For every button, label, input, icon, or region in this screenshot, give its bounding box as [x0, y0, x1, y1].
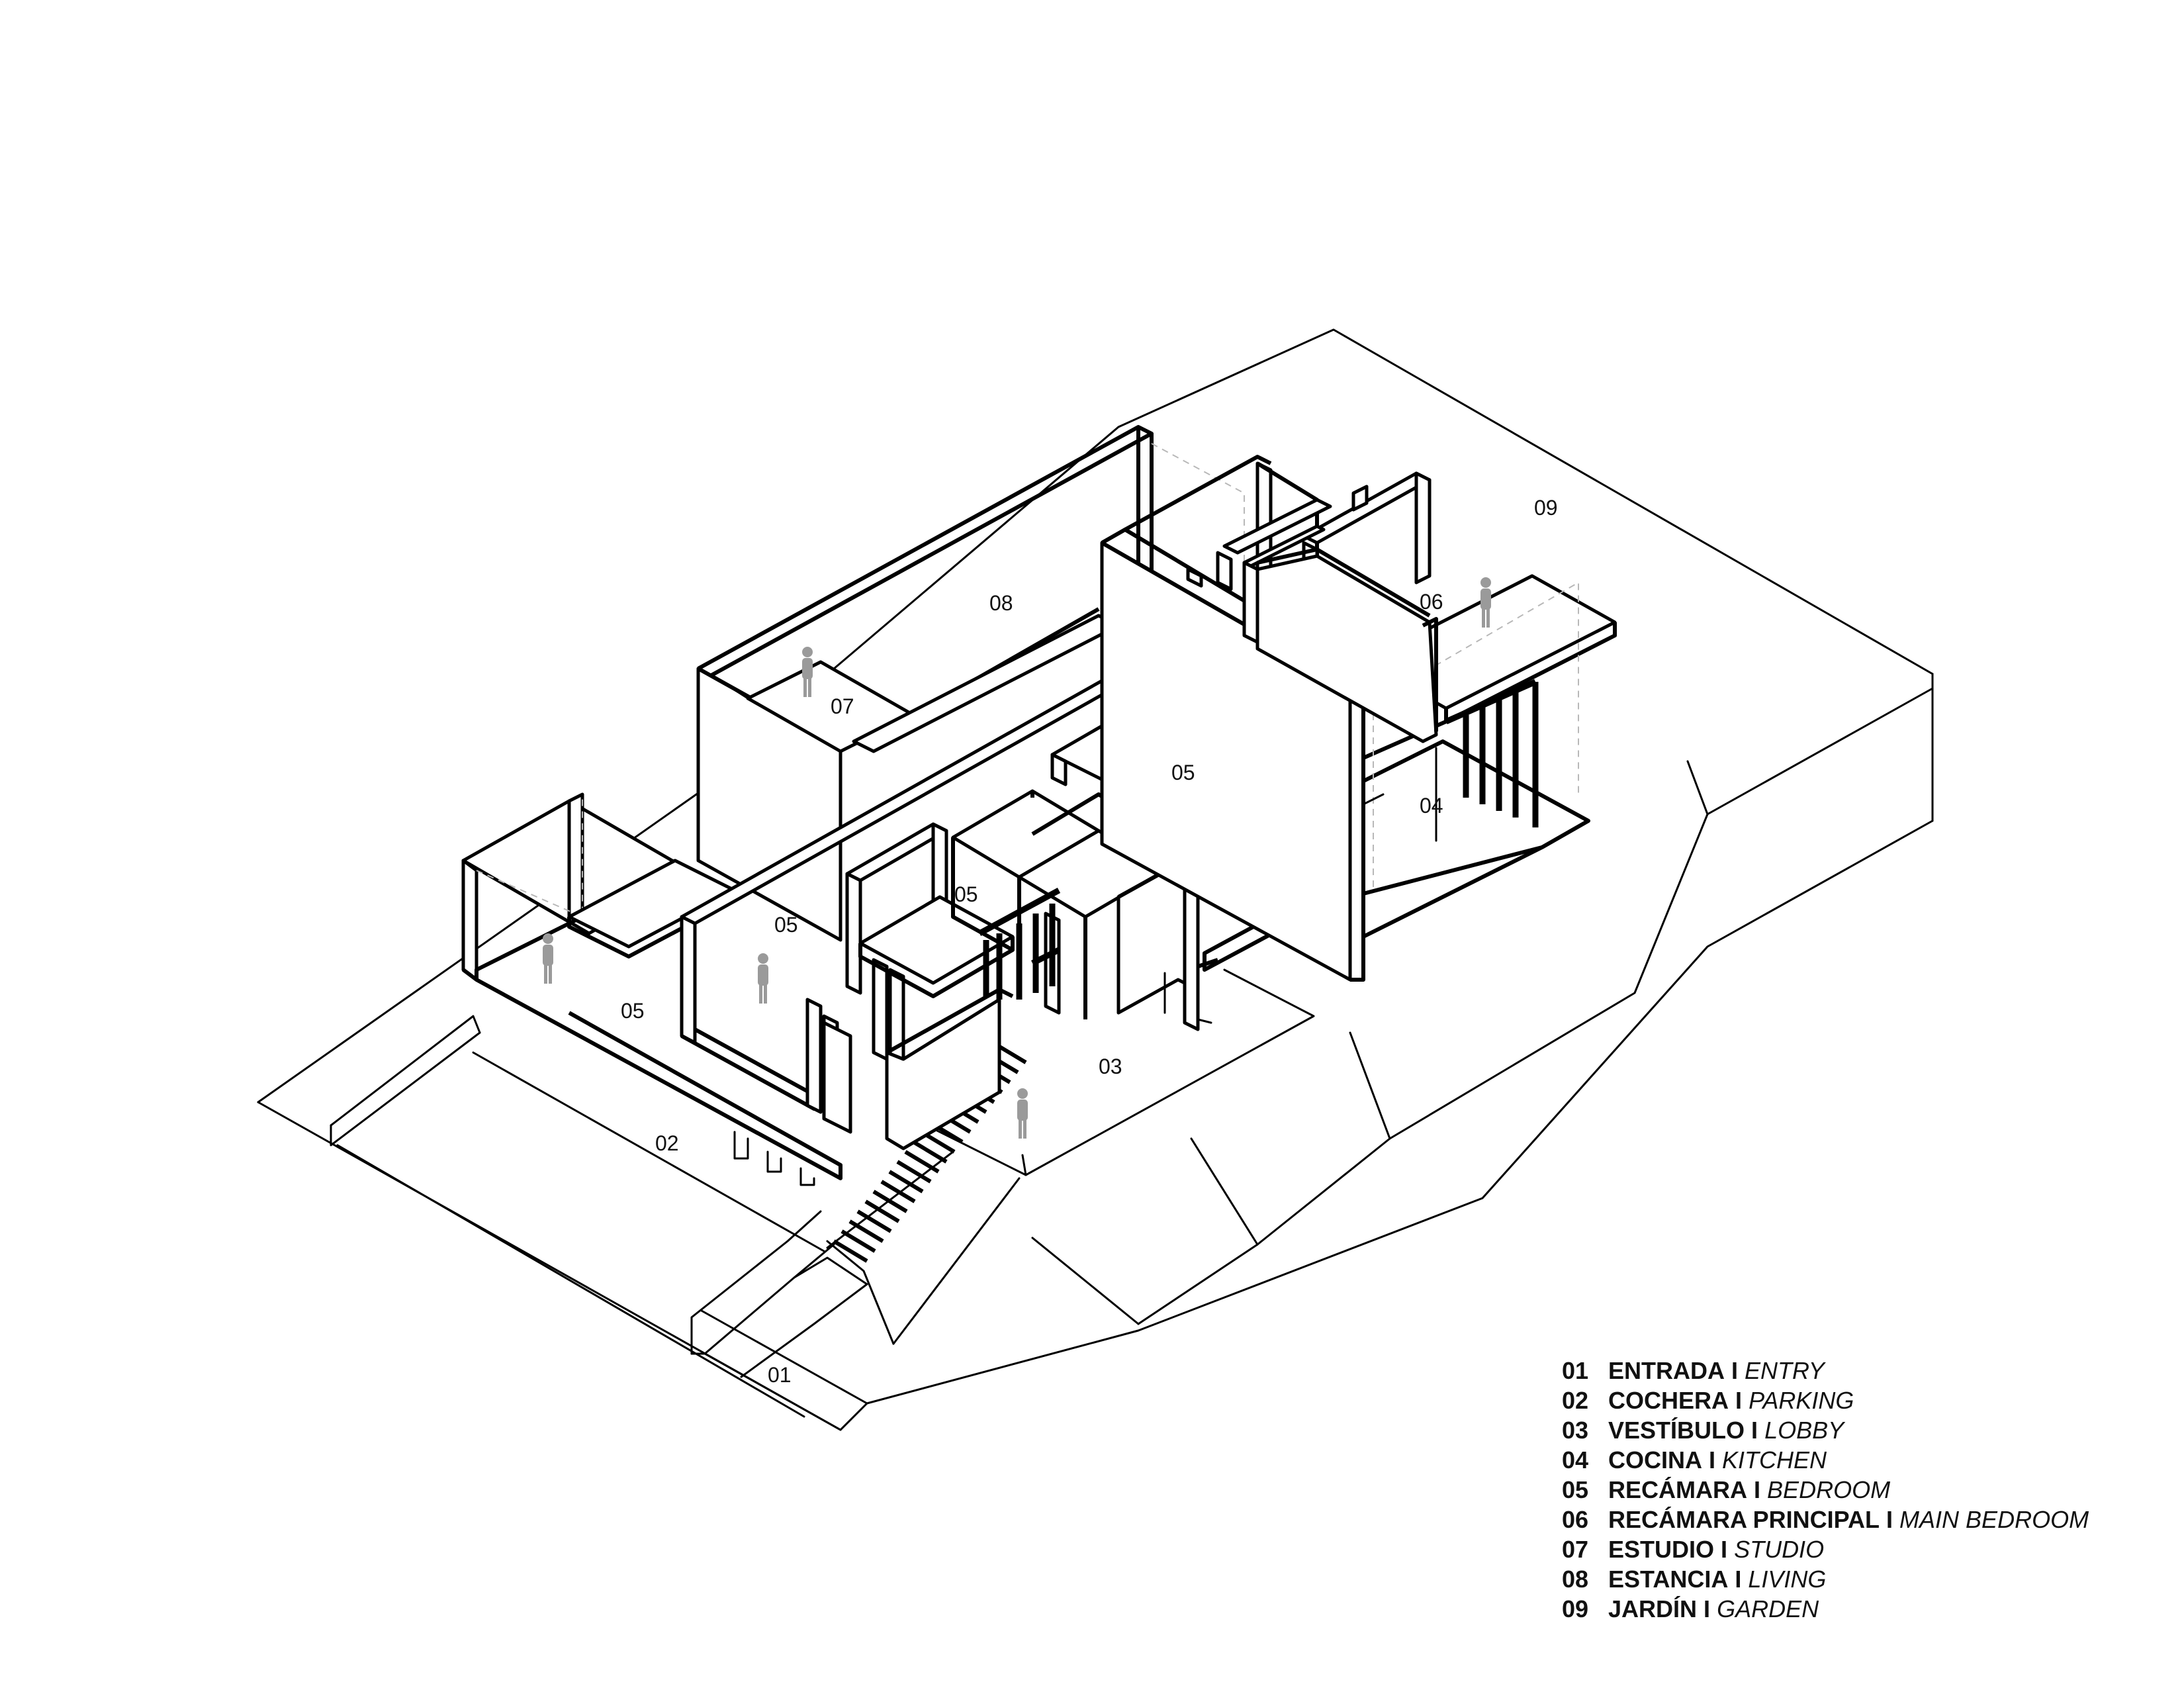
legend-item: 06 RECÁMARA PRINCIPAL I MAIN BEDROOM: [1562, 1505, 2089, 1534]
legend-item: 04 COCINA I KITCHEN: [1562, 1445, 2089, 1475]
room-tag-05-left: 05: [621, 999, 645, 1023]
room-tag-01: 01: [768, 1363, 792, 1387]
room-tag-02: 02: [655, 1131, 679, 1155]
room-tag-03: 03: [1099, 1055, 1122, 1078]
human-figure-icon: [802, 647, 813, 697]
human-figure-icon: [543, 933, 553, 984]
legend-item: 02 COCHERA I PARKING: [1562, 1385, 2089, 1415]
legend-code: 05: [1562, 1476, 1589, 1503]
legend-code: 09: [1562, 1595, 1589, 1622]
legend-code: 04: [1562, 1446, 1589, 1474]
human-figure-icon: [1480, 577, 1491, 628]
legend-item: 09 JARDÍN I GARDEN: [1562, 1594, 2089, 1624]
human-figure-icon: [758, 953, 768, 1004]
room-tag-04: 04: [1420, 794, 1443, 818]
human-figure-icon: [1017, 1088, 1028, 1139]
legend-separator: I: [1735, 1566, 1742, 1593]
legend-separator: I: [1886, 1506, 1893, 1533]
legend-item: 07 ESTUDIO I STUDIO: [1562, 1534, 2089, 1564]
legend-spanish-label: COCHERA: [1608, 1387, 1729, 1414]
left-bedroom-volume: [461, 792, 842, 1186]
room-tag-09: 09: [1534, 496, 1558, 520]
legend-code: 08: [1562, 1566, 1589, 1593]
legend-separator: I: [1731, 1357, 1739, 1384]
glazing-center: [978, 888, 1061, 1000]
legend-item: 08 ESTANCIA I LIVING: [1562, 1564, 2089, 1594]
legend-english-label: STUDIO: [1734, 1536, 1825, 1563]
legend-separator: I: [1721, 1536, 1728, 1563]
room-tags: 01 02 03 04 05 05 05 05 06 07 08 09: [621, 496, 1558, 1387]
legend-spanish-label: ESTANCIA: [1608, 1566, 1729, 1593]
room-tag-07: 07: [831, 694, 854, 718]
scale-figures: [543, 577, 1491, 1139]
legend-english-label: GARDEN: [1717, 1595, 1819, 1622]
legend-separator: I: [1709, 1446, 1716, 1474]
legend-separator: I: [1751, 1417, 1758, 1444]
legend-separator: I: [1735, 1387, 1743, 1414]
legend-code: 07: [1562, 1536, 1589, 1563]
main-bedroom-block: [1100, 455, 1617, 982]
legend-spanish-label: RECÁMARA PRINCIPAL: [1608, 1506, 1880, 1533]
legend-code: 01: [1562, 1357, 1589, 1384]
legend-separator: I: [1704, 1595, 1711, 1622]
legend-english-label: ENTRY: [1745, 1357, 1825, 1384]
legend-separator: I: [1754, 1476, 1761, 1503]
entry-ramp: [690, 1210, 868, 1431]
legend-english-label: MAIN BEDROOM: [1899, 1506, 2089, 1533]
legend-item: 05 RECÁMARA I BEDROOM: [1562, 1475, 2089, 1505]
legend-code: 03: [1562, 1417, 1589, 1444]
legend-spanish-label: COCINA: [1608, 1446, 1702, 1474]
room-tag-05-right: 05: [1171, 761, 1195, 784]
legend-english-label: KITCHEN: [1722, 1446, 1827, 1474]
legend-item: 01 ENTRADA I ENTRY: [1562, 1356, 2089, 1385]
legend-english-label: PARKING: [1749, 1387, 1854, 1414]
lobby-slab: [925, 968, 1315, 1176]
legend-spanish-label: RECÁMARA: [1608, 1476, 1747, 1503]
legend-spanish-label: JARDÍN: [1608, 1595, 1698, 1622]
legend-english-label: LOBBY: [1764, 1417, 1844, 1444]
room-tag-05-bath: 05: [954, 882, 978, 906]
room-tag-08: 08: [989, 591, 1013, 615]
room-tag-06: 06: [1420, 590, 1443, 614]
legend-item: 03 VESTÍBULO I LOBBY: [1562, 1415, 2089, 1445]
entry-stairs: [826, 1041, 1027, 1345]
legend-code: 02: [1562, 1387, 1589, 1414]
legend-code: 06: [1562, 1506, 1589, 1533]
legend-english-label: BEDROOM: [1767, 1476, 1891, 1503]
legend-spanish-label: ENTRADA: [1608, 1357, 1725, 1384]
room-tag-05-center: 05: [774, 913, 798, 937]
legend-english-label: LIVING: [1748, 1566, 1827, 1593]
parking-slab: [330, 1015, 825, 1418]
legend-spanish-label: ESTUDIO: [1608, 1536, 1715, 1563]
room-legend: 01 ENTRADA I ENTRY 02 COCHERA I PARKING 03 VE…: [1562, 1356, 2089, 1624]
legend-spanish-label: VESTÍBULO: [1608, 1417, 1745, 1444]
